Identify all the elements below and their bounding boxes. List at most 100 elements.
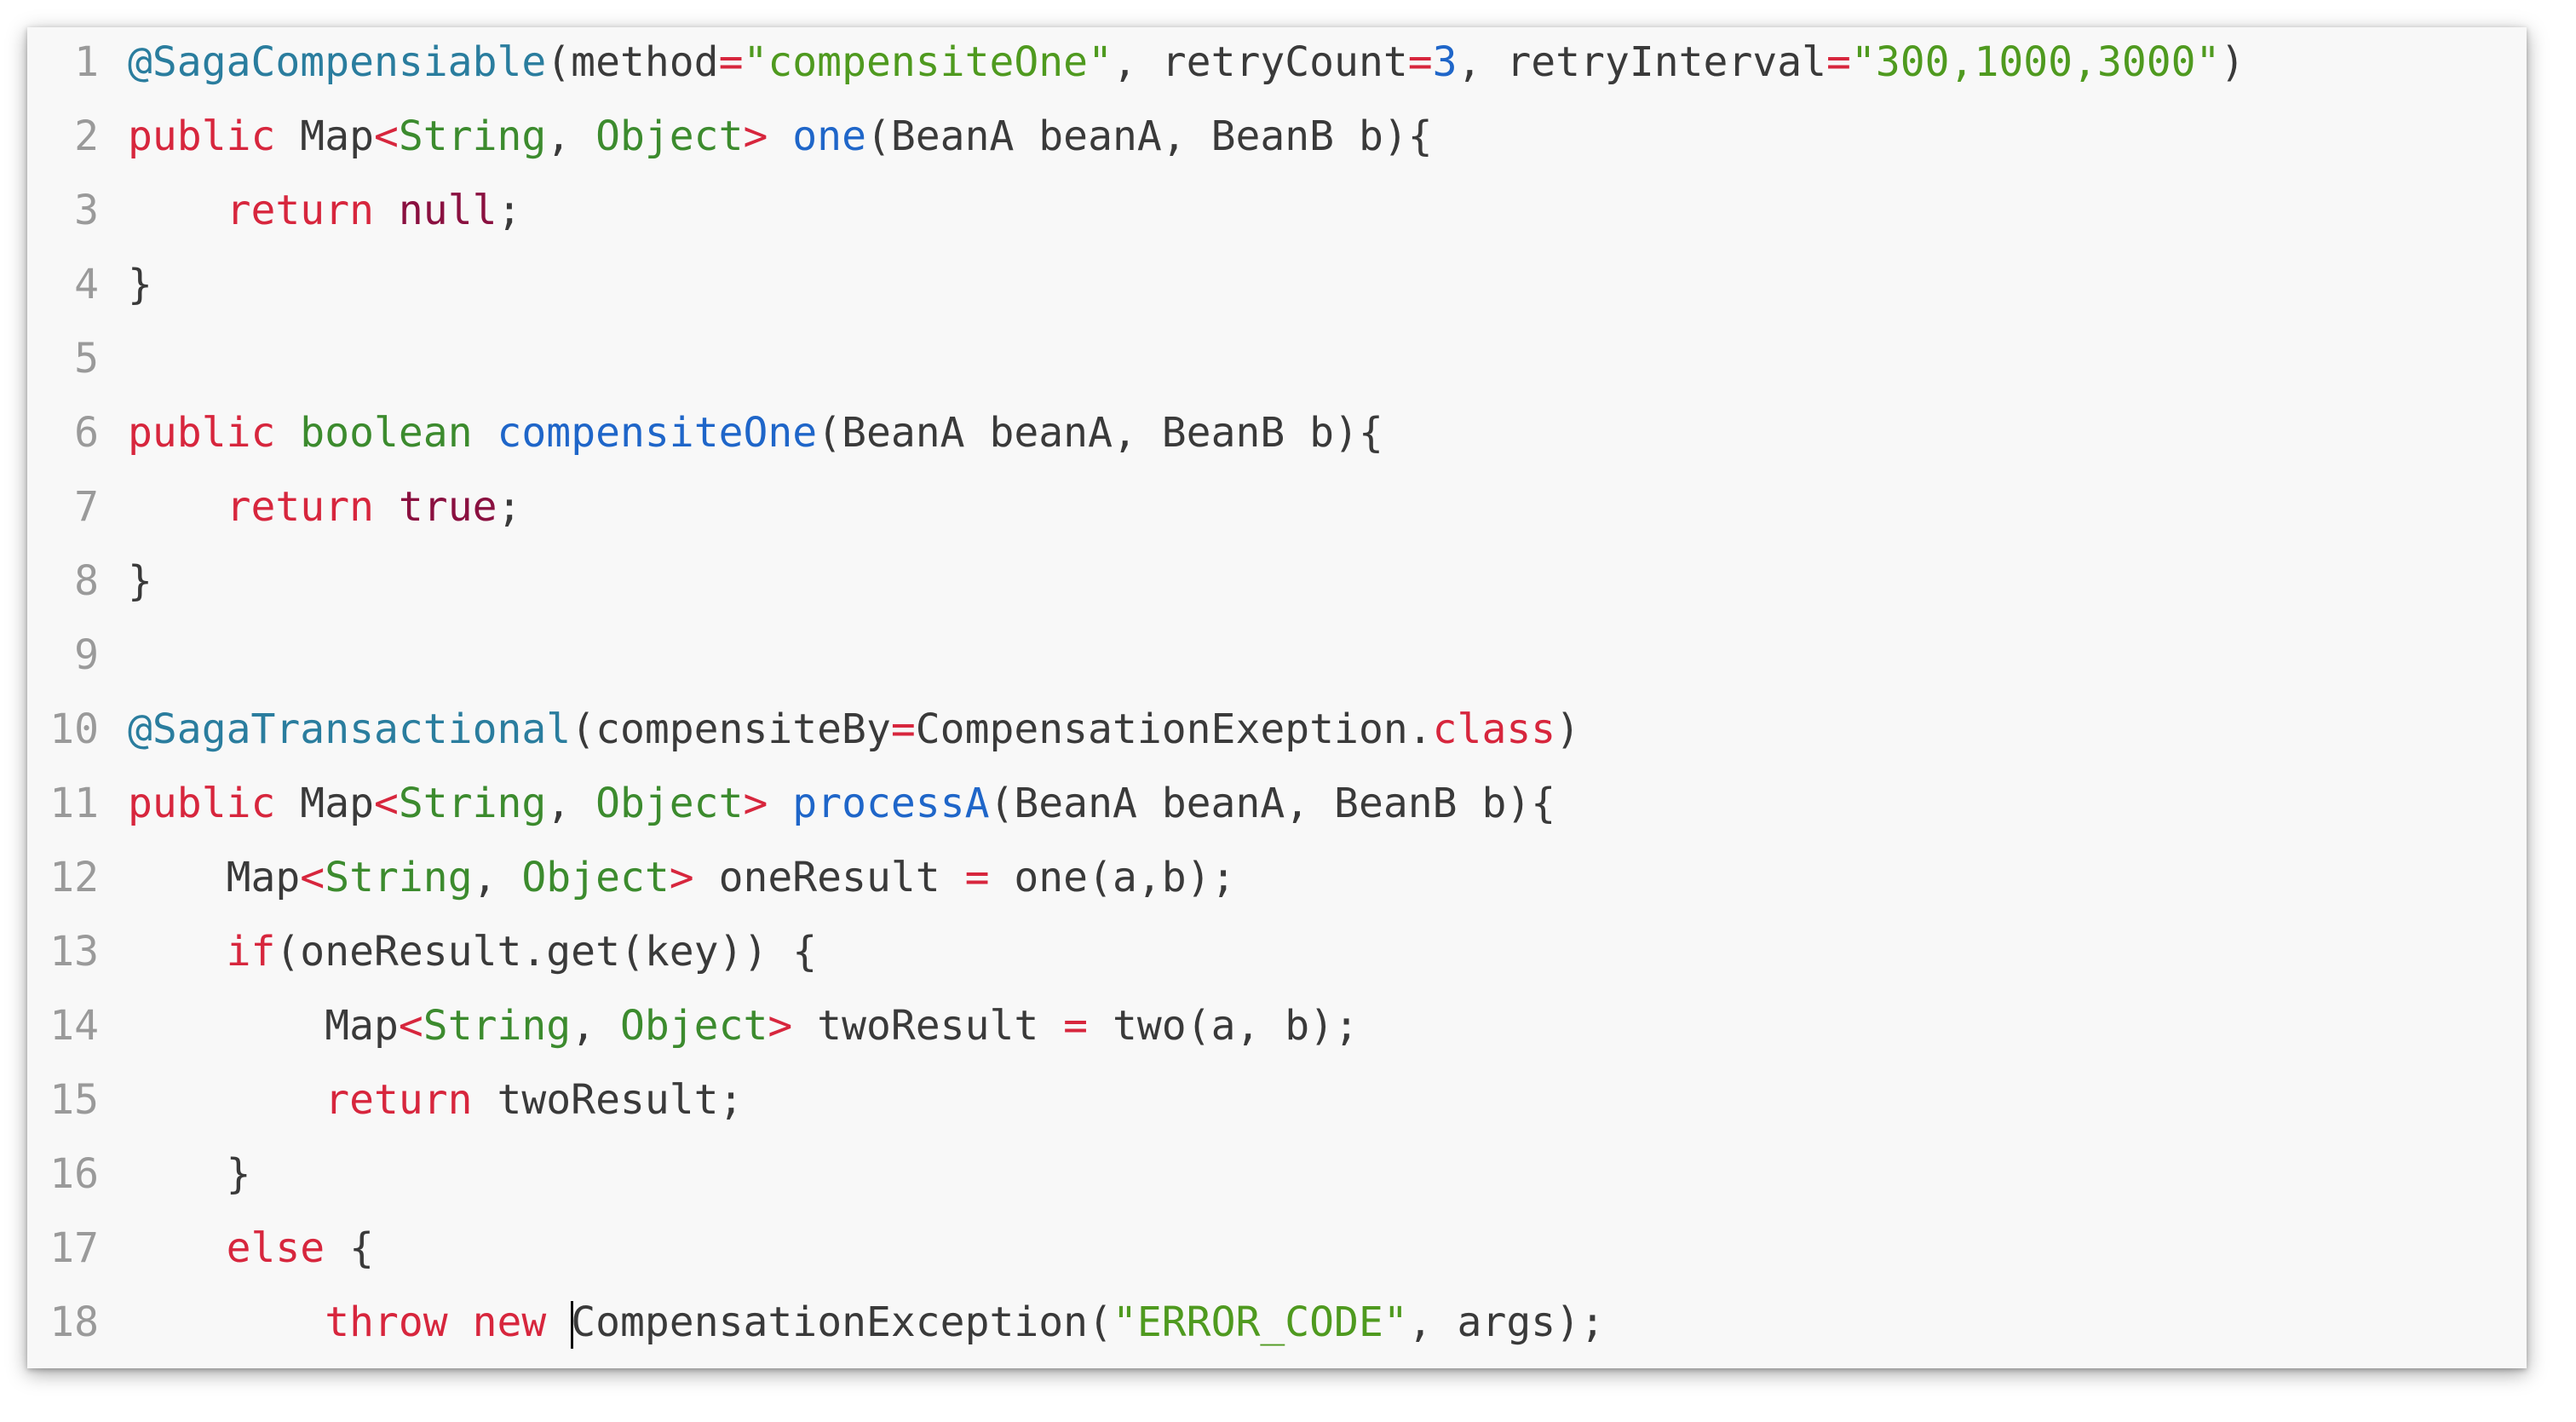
code-line[interactable]: 12 Map<String, Object> oneResult = one(a…: [27, 841, 2527, 915]
code-token-plain: }: [128, 261, 152, 308]
code-token-type: String: [423, 1002, 572, 1050]
code-editor[interactable]: 1 @SagaCompensiable(method="compensiteOne…: [27, 27, 2527, 1368]
code-token-op: <: [300, 854, 325, 901]
code-text[interactable]: @SagaCompensiable(method="compensiteOne"…: [128, 27, 2245, 100]
code-token-plain: ): [1555, 705, 1581, 753]
code-token-type: Object: [619, 1002, 768, 1050]
code-token-plain: (BeanA beanA, BeanB b){: [989, 780, 1556, 827]
code-text[interactable]: else {: [128, 1212, 374, 1286]
line-number: 15: [49, 1076, 99, 1124]
code-line[interactable]: 10 @SagaTransactional(compensiteBy=Compen…: [27, 693, 2527, 767]
code-line[interactable]: 3 return null;: [27, 174, 2527, 248]
code-token-plain: Map: [275, 780, 374, 827]
code-token-plain: two(a, b);: [1088, 1002, 1359, 1050]
line-number: 14: [49, 1002, 99, 1050]
code-token-op: =: [890, 705, 916, 753]
code-token-kw: if: [226, 928, 276, 976]
code-token-lit: null: [398, 187, 497, 234]
code-text[interactable]: return true;: [128, 470, 522, 544]
code-token-lit: true: [398, 483, 497, 531]
line-number: 9: [74, 631, 99, 679]
line-number: 4: [74, 261, 99, 308]
code-line[interactable]: 7 return true;: [27, 470, 2527, 544]
code-token-kw: new: [472, 1298, 547, 1346]
code-text[interactable]: }: [128, 248, 152, 322]
code-line[interactable]: 17 else {: [27, 1212, 2527, 1286]
code-line[interactable]: 5: [27, 322, 2527, 396]
code-line[interactable]: 14 Map<String, Object> twoResult = two(a…: [27, 989, 2527, 1063]
code-token-plain: twoResult;: [472, 1076, 744, 1124]
code-line[interactable]: 15 return twoResult;: [27, 1063, 2527, 1137]
code-text[interactable]: }: [128, 544, 152, 619]
code-token-fn: processA: [792, 780, 990, 827]
code-token-plain: [374, 187, 399, 234]
code-token-plain: Map: [128, 854, 301, 901]
code-token-plain: [374, 483, 399, 531]
code-token-plain: CompensationException(: [571, 1298, 1113, 1346]
line-number: 7: [74, 483, 99, 531]
code-text[interactable]: if(oneResult.get(key)) {: [128, 915, 818, 989]
code-token-plain: [768, 780, 792, 827]
code-token-plain: [128, 187, 227, 234]
code-token-plain: ;: [497, 483, 522, 531]
code-token-plain: twoResult: [792, 1002, 1064, 1050]
code-token-op: >: [743, 112, 768, 160]
code-token-plain: oneResult: [693, 854, 965, 901]
code-token-op: <: [398, 1002, 423, 1050]
code-token-type: String: [325, 854, 473, 901]
code-token-plain: }: [128, 557, 152, 605]
line-number: 1: [74, 38, 99, 86]
code-token-plain: ): [2220, 38, 2245, 86]
code-token-plain: ,: [546, 112, 596, 160]
code-line[interactable]: 9: [27, 619, 2527, 693]
code-text[interactable]: return twoResult;: [128, 1063, 743, 1137]
code-token-kw: return: [226, 483, 374, 531]
code-token-anno: @SagaCompensiable: [128, 38, 547, 86]
code-token-plain: , args);: [1407, 1298, 1605, 1346]
code-token-plain: ,: [472, 854, 522, 901]
line-number: 8: [74, 557, 99, 605]
code-line[interactable]: 8}: [27, 544, 2527, 619]
code-line[interactable]: 13 if(oneResult.get(key)) {: [27, 915, 2527, 989]
code-text[interactable]: throw new CompensationException("ERROR_C…: [128, 1286, 1605, 1360]
code-token-kw: return: [226, 187, 374, 234]
code-token-type: String: [398, 780, 547, 827]
code-token-plain: [128, 483, 227, 531]
code-text[interactable]: public Map<String, Object> one(BeanA bea…: [128, 100, 1433, 174]
code-token-op: =: [964, 854, 990, 901]
code-text[interactable]: Map<String, Object> oneResult = one(a,b)…: [128, 841, 1236, 915]
code-token-op: >: [743, 780, 768, 827]
code-token-plain: ,: [546, 780, 596, 827]
code-token-plain: [768, 112, 792, 160]
code-token-plain: [473, 409, 497, 457]
code-line[interactable]: 16 }: [27, 1137, 2527, 1212]
code-text[interactable]: public Map<String, Object> processA(Bean…: [128, 767, 1555, 841]
code-token-plain: ;: [497, 187, 522, 234]
code-line[interactable]: 18 throw new CompensationException("ERRO…: [27, 1286, 2527, 1360]
code-line[interactable]: 1 @SagaCompensiable(method="compensiteOne…: [27, 27, 2527, 100]
code-text[interactable]: public boolean compensiteOne(BeanA beanA…: [128, 396, 1383, 470]
code-token-kw: return: [325, 1076, 473, 1124]
code-token-plain: {: [325, 1224, 374, 1272]
code-line[interactable]: 11 public Map<String, Object> processA(Be…: [27, 767, 2527, 841]
code-token-str: "300,1000,3000": [1850, 38, 2221, 86]
code-token-kw: throw: [325, 1298, 448, 1346]
line-number: 10: [49, 705, 99, 753]
code-line[interactable]: 4}: [27, 248, 2527, 322]
code-token-plain: (method: [546, 38, 719, 86]
code-text[interactable]: }: [128, 1137, 251, 1212]
code-token-fn: one: [792, 112, 866, 160]
code-token-plain: [275, 409, 300, 457]
code-text[interactable]: Map<String, Object> twoResult = two(a, b…: [128, 989, 1359, 1063]
code-text[interactable]: return null;: [128, 174, 522, 248]
line-number: 17: [49, 1224, 99, 1272]
code-text[interactable]: @SagaTransactional(compensiteBy=Compensa…: [128, 693, 1580, 767]
code-token-plain: [128, 1298, 325, 1346]
code-token-op: <: [373, 780, 399, 827]
code-token-plain: [546, 1298, 571, 1346]
code-token-op: =: [1063, 1002, 1089, 1050]
code-token-plain: (BeanA beanA, BeanB b){: [817, 409, 1383, 457]
line-number: 11: [49, 780, 99, 827]
